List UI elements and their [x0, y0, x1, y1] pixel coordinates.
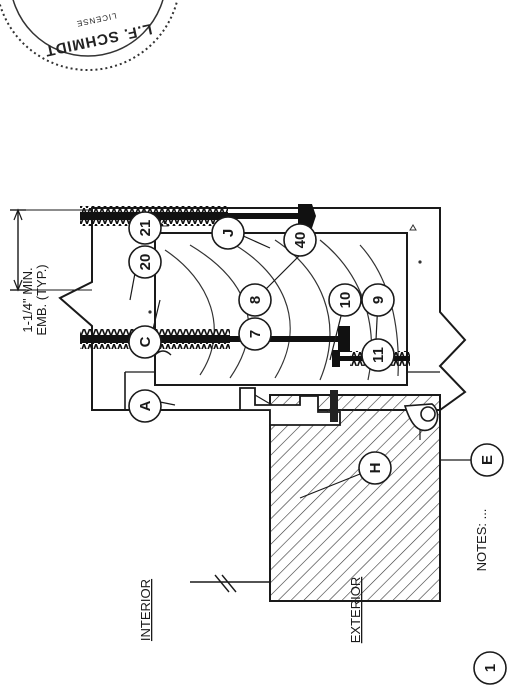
dimension-text-line1: 1-1/4" MIN.: [20, 267, 35, 332]
callout-21: 21: [128, 211, 162, 245]
svg-text:40: 40: [292, 232, 309, 249]
callout-9: 9: [361, 283, 395, 317]
embedment-dimension: [10, 208, 92, 292]
interior-label: INTERIOR: [138, 579, 153, 641]
anchor-clip: [239, 387, 341, 426]
callout-e: E: [470, 443, 504, 477]
svg-text:7: 7: [247, 330, 264, 338]
dimension-text-line2: EMB. (TYP.): [34, 264, 49, 335]
callout-11: 11: [361, 338, 395, 372]
callout-h: H: [358, 451, 392, 485]
callout-j: J: [211, 216, 245, 250]
seal-license-text: LICENSE: [75, 11, 117, 28]
svg-text:8: 8: [247, 296, 264, 304]
seal-name-text: L.F. SCHMIDT: [43, 20, 154, 59]
callout-10: 10: [328, 283, 362, 317]
svg-text:E: E: [479, 455, 496, 465]
svg-text:11: 11: [370, 347, 387, 363]
svg-text:H: H: [367, 463, 384, 474]
footer-note: NOTES: ...: [474, 509, 489, 572]
callout-40: 40: [283, 223, 317, 257]
callout-7: 7: [238, 317, 272, 351]
svg-text:10: 10: [337, 292, 354, 309]
exterior-label: EXTERIOR: [348, 577, 363, 643]
window-frame: [190, 394, 441, 602]
svg-text:20: 20: [137, 254, 154, 271]
detail-marker: 1: [473, 651, 507, 685]
callout-c: C: [128, 325, 162, 359]
callout-a: A: [128, 389, 162, 423]
svg-text:1: 1: [482, 664, 499, 672]
svg-text:21: 21: [137, 220, 154, 237]
callout-20: 20: [128, 245, 162, 279]
callout-8: 8: [238, 283, 272, 317]
svg-text:C: C: [137, 336, 154, 347]
svg-text:J: J: [220, 229, 237, 237]
sealant-bead: [403, 403, 439, 432]
engineer-seal: L.F. SCHMIDT LICENSE: [0, 0, 179, 71]
svg-text:9: 9: [370, 296, 387, 304]
svg-text:A: A: [137, 400, 154, 411]
